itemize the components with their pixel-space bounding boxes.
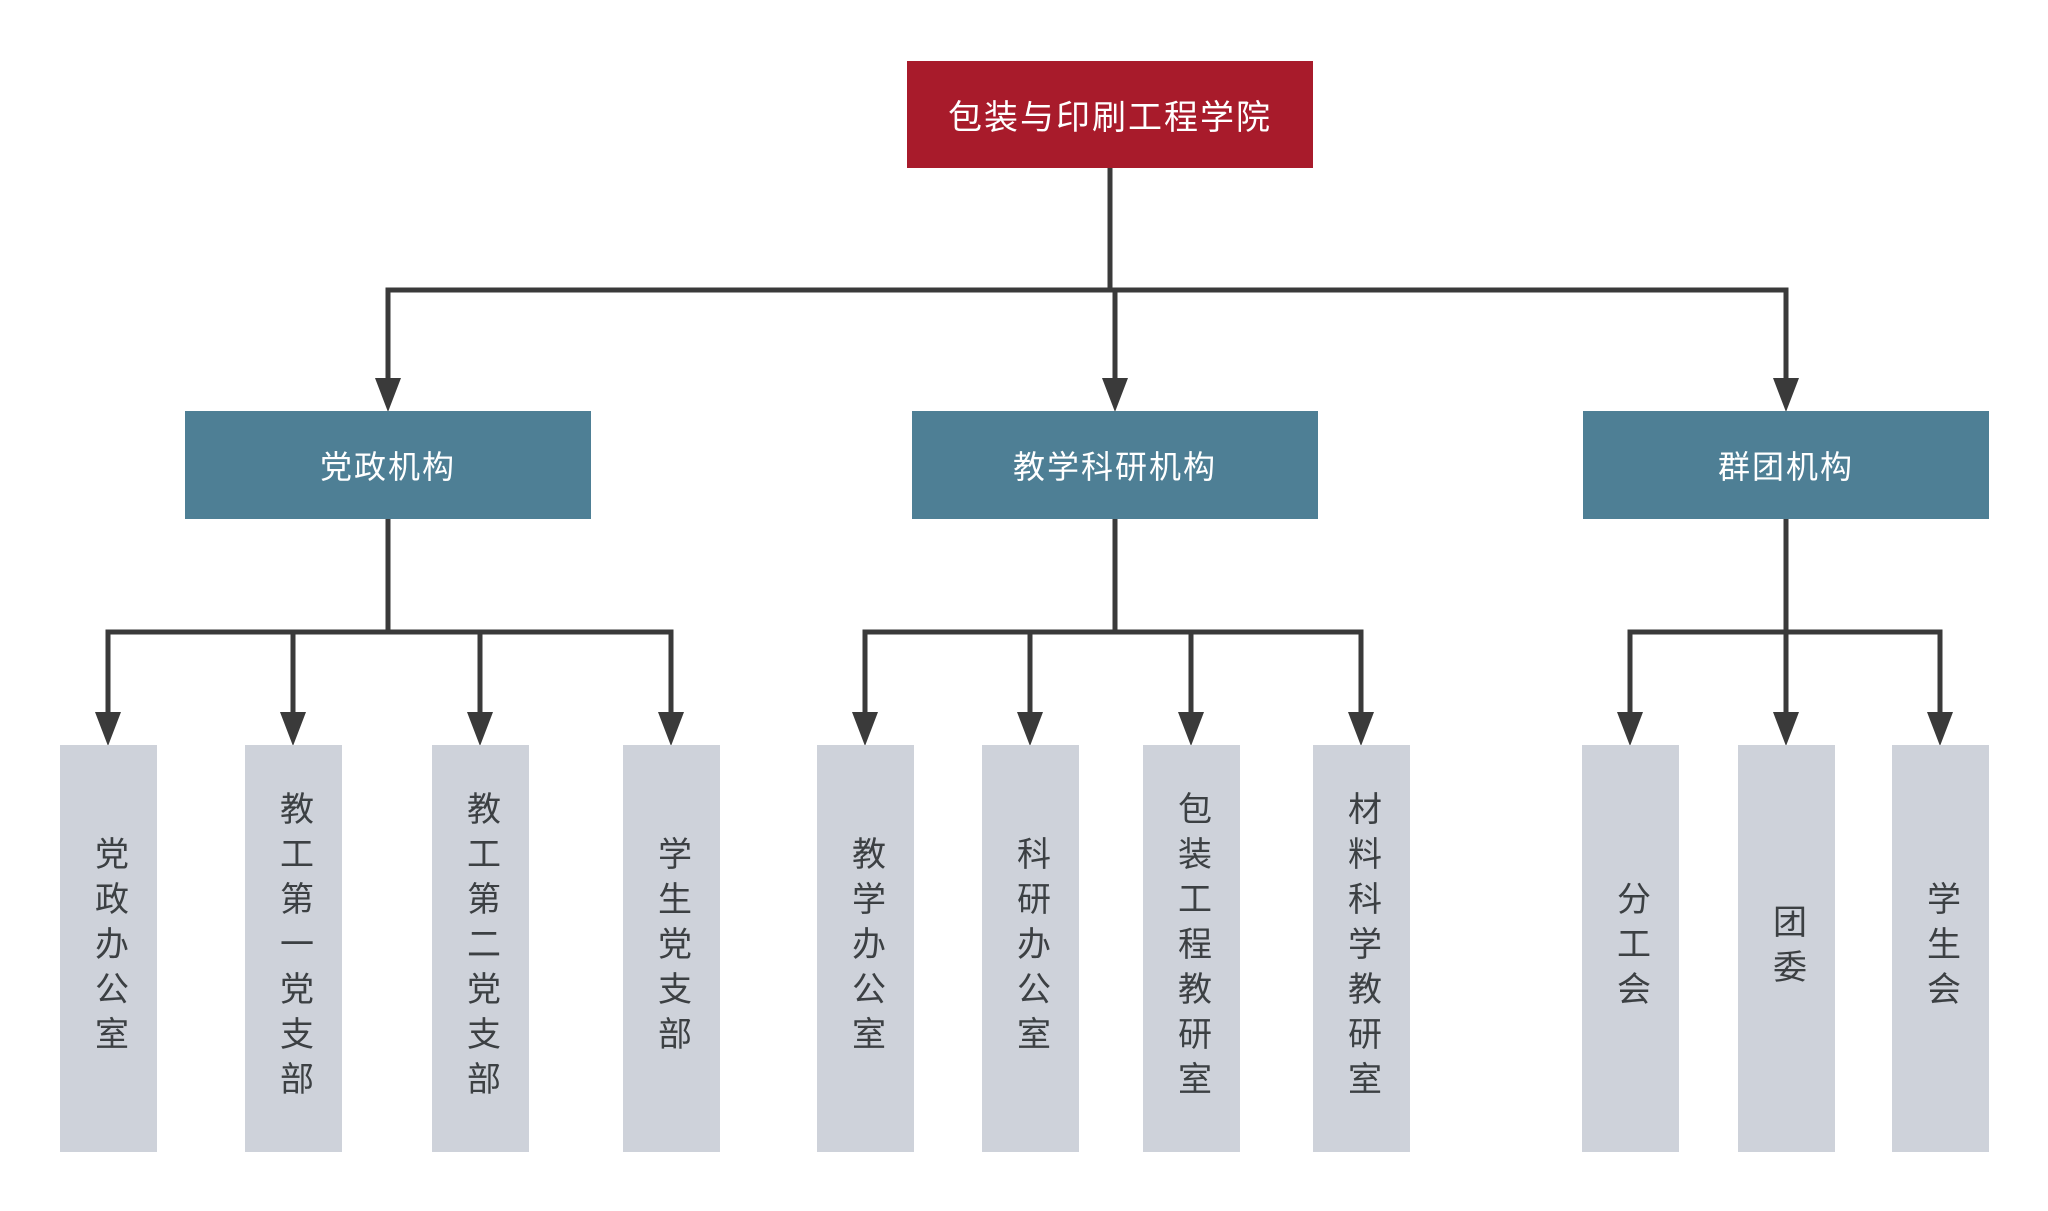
branch-box-party-gov: 党政机构 — [185, 411, 591, 519]
branch-box-teaching-research: 教学科研机构 — [912, 411, 1318, 519]
leaf-label: 教学办公室 — [845, 836, 886, 1061]
root-box: 包装与印刷工程学院 — [907, 61, 1313, 168]
arrowheads-branch2 — [852, 712, 1374, 746]
leaf-label: 材料科学教研室 — [1341, 791, 1382, 1106]
leaf-label: 团委 — [1766, 903, 1807, 994]
leaf-box-teaching-office: 教学办公室 — [817, 745, 914, 1152]
leaf-label: 教工第一党支部 — [273, 791, 314, 1106]
leaf-label: 包装工程教研室 — [1171, 791, 1212, 1106]
arrowheads-branch3 — [1617, 712, 1953, 746]
leaf-label: 科研办公室 — [1010, 836, 1051, 1061]
arrowheads-branch1 — [95, 712, 684, 746]
arrowheads-root-to-branches — [375, 378, 1799, 412]
leaf-box-youth-league-committee: 团委 — [1738, 745, 1835, 1152]
leaf-box-student-union: 学生会 — [1892, 745, 1989, 1152]
leaf-box-materials-science-staffroom: 材料科学教研室 — [1313, 745, 1410, 1152]
branch-box-mass-orgs: 群团机构 — [1583, 411, 1989, 519]
leaf-box-faculty-party-branch-2: 教工第二党支部 — [432, 745, 529, 1152]
leaf-box-trade-union: 分工会 — [1582, 745, 1679, 1152]
leaf-label: 学生会 — [1920, 881, 1961, 1016]
leaf-label: 分工会 — [1610, 881, 1651, 1016]
leaf-label: 学生党支部 — [651, 836, 692, 1061]
leaf-box-packaging-engineering-staffroom: 包装工程教研室 — [1143, 745, 1240, 1152]
leaf-label: 教工第二党支部 — [460, 791, 501, 1106]
connector-root-to-branches — [385, 165, 1789, 381]
connector-branch3-to-leaves — [1627, 516, 1943, 715]
leaf-box-student-party-branch: 学生党支部 — [623, 745, 720, 1152]
leaf-box-faculty-party-branch-1: 教工第一党支部 — [245, 745, 342, 1152]
leaf-box-party-gov-office: 党政办公室 — [60, 745, 157, 1152]
connector-branch1-to-leaves — [105, 516, 674, 715]
leaf-label: 党政办公室 — [88, 836, 129, 1061]
connector-branch2-to-leaves — [862, 516, 1364, 715]
leaf-box-research-office: 科研办公室 — [982, 745, 1079, 1152]
